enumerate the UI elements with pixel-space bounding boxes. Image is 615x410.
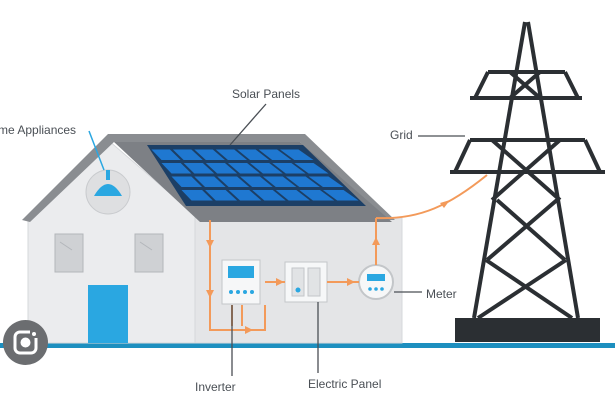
home-appliances-label: me Appliances (0, 123, 77, 137)
electric-panel-unit (284, 261, 328, 303)
solar-cell (227, 163, 260, 174)
solar-cell (285, 176, 320, 187)
solar-cell (194, 176, 226, 187)
solar-cell (183, 163, 215, 174)
solar-cell (308, 176, 344, 187)
solar-cell (215, 149, 248, 160)
ground-line (0, 343, 615, 348)
lens-icon (13, 329, 40, 355)
solar-panel-array (147, 145, 366, 206)
electric-panel-label: Electric Panel (308, 377, 382, 391)
solar-cell (181, 190, 213, 201)
solar-cell (237, 149, 270, 160)
inverter-unit (221, 259, 261, 305)
solar-cell (299, 190, 335, 201)
transmission-tower (450, 21, 605, 320)
tower-base (455, 318, 600, 342)
solar-cell (217, 176, 250, 187)
door (88, 285, 128, 343)
solar-cell (322, 190, 359, 201)
solar-cell (280, 149, 314, 160)
label-leader-lines (229, 103, 465, 376)
window-left (54, 233, 84, 273)
solar-cell (205, 163, 238, 174)
solar-cell (252, 190, 286, 201)
solar-cell (205, 190, 238, 201)
flow-arrows (206, 200, 450, 334)
solar-panels-label: Solar Panels (232, 87, 301, 101)
inverter-label: Inverter (195, 380, 236, 394)
solar-cell (161, 163, 192, 174)
solar-cell (272, 163, 306, 174)
solar-cell (250, 163, 283, 174)
solar-cell (151, 149, 181, 160)
grid-label: Grid (390, 128, 413, 142)
solar-cell (228, 190, 262, 201)
solar-cell (258, 149, 292, 160)
visual-search-button[interactable] (3, 320, 48, 365)
solar-cell (172, 149, 203, 160)
solar-cell (171, 176, 203, 187)
window-right (134, 233, 164, 273)
solar-cell (194, 149, 225, 160)
solar-cell (294, 163, 329, 174)
solar-cell (240, 176, 273, 187)
solar-cell (275, 190, 310, 201)
meter-unit (358, 264, 394, 300)
meter-label: Meter (426, 287, 457, 301)
lamp-icon (85, 130, 131, 215)
solar-cell (262, 176, 297, 187)
